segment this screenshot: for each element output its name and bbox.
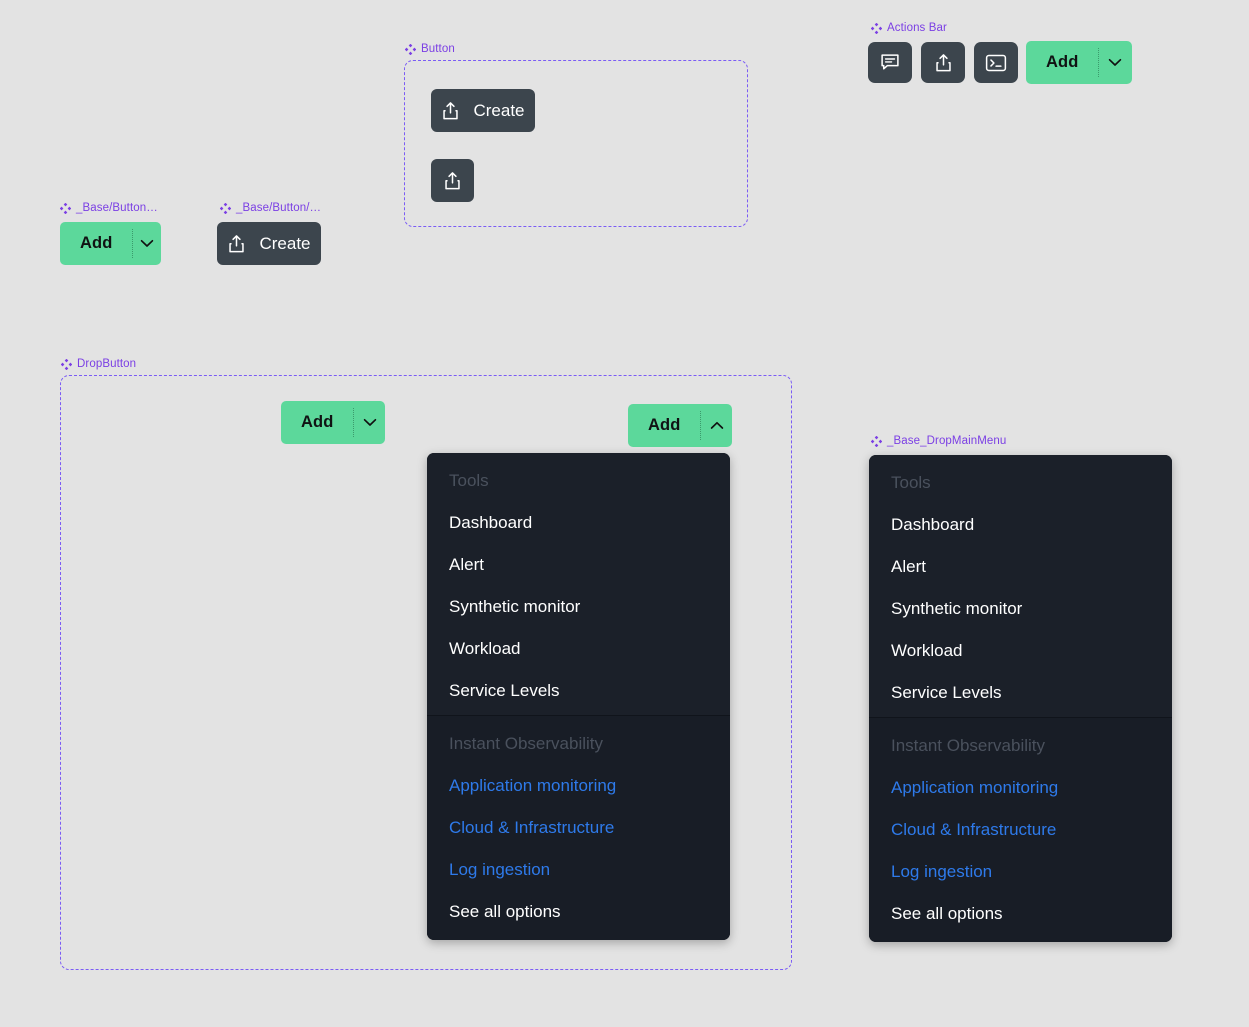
menu-item-cloud-infrastructure[interactable]: Cloud & Infrastructure: [891, 820, 1057, 839]
add-button-label[interactable]: Add: [1046, 53, 1079, 71]
component-diamond-icon: [870, 22, 883, 34]
terminal-icon: [985, 54, 1007, 72]
menu-section-header: Instant Observability: [891, 736, 1046, 755]
menu-item-see-all-options[interactable]: See all options: [891, 904, 1003, 923]
share-button[interactable]: [921, 42, 965, 83]
chevron-down-icon[interactable]: [354, 401, 385, 444]
component-diamond-icon: [219, 202, 232, 214]
dropbutton-closed[interactable]: Add: [281, 401, 385, 444]
share-icon: [441, 101, 460, 121]
base-drop-main-menu[interactable]: Tools Dashboard Alert Synthetic monitor …: [869, 455, 1172, 942]
menu-section-header: Tools: [449, 471, 489, 490]
component-label-text: _Base/Button…: [76, 202, 158, 214]
create-button-label: Create: [259, 234, 311, 253]
component-label-base-drop-main-menu: _Base_DropMainMenu: [870, 434, 1007, 448]
menu-item-dashboard[interactable]: Dashboard: [449, 513, 533, 532]
frame-label-actions-bar: Actions Bar: [870, 21, 947, 35]
component-label-base-button-2: _Base/Button/…: [219, 201, 322, 215]
split-divider: [1098, 48, 1100, 77]
menu-section-instant-observability: Instant Observability Application monito…: [427, 716, 730, 940]
component-label-base-button-1: _Base/Button…: [59, 201, 158, 215]
add-button-label[interactable]: Add: [80, 234, 113, 252]
component-diamond-icon: [404, 43, 417, 55]
base-add-split-button[interactable]: Add: [60, 222, 161, 265]
comment-icon: [880, 53, 900, 72]
dropbutton-open[interactable]: Add: [628, 404, 732, 447]
base-create-button[interactable]: Create: [217, 222, 321, 265]
share-icon: [443, 171, 462, 191]
menu-section-header: Tools: [891, 473, 931, 492]
frame-label-button: Button: [404, 42, 455, 56]
share-icon: [227, 234, 246, 254]
component-diamond-icon: [60, 358, 73, 370]
menu-item-dashboard[interactable]: Dashboard: [891, 515, 975, 534]
menu-item-service-levels[interactable]: Service Levels: [891, 683, 1002, 702]
split-divider: [132, 229, 134, 258]
frame-label-dropbutton: DropButton: [60, 357, 137, 371]
add-button-label[interactable]: Add: [301, 413, 334, 431]
actions-bar-add-split-button[interactable]: Add: [1026, 41, 1132, 84]
menu-section-header: Instant Observability: [449, 734, 604, 753]
split-divider: [700, 411, 702, 440]
menu-divider: [869, 717, 1172, 718]
component-diamond-icon: [59, 202, 72, 214]
split-divider: [353, 408, 355, 437]
menu-item-workload[interactable]: Workload: [449, 639, 521, 658]
frame-label-text: DropButton: [77, 358, 137, 370]
menu-item-synthetic-monitor[interactable]: Synthetic monitor: [449, 597, 581, 616]
create-button-label: Create: [473, 101, 525, 120]
menu-section-tools: Tools Dashboard Alert Synthetic monitor …: [427, 453, 730, 715]
menu-item-application-monitoring[interactable]: Application monitoring: [449, 776, 617, 795]
chevron-down-icon[interactable]: [133, 222, 161, 265]
frame-button: [404, 60, 748, 227]
chevron-down-icon[interactable]: [1099, 41, 1131, 84]
menu-item-log-ingestion[interactable]: Log ingestion: [449, 860, 551, 879]
menu-item-cloud-infrastructure[interactable]: Cloud & Infrastructure: [449, 818, 615, 837]
terminal-button[interactable]: [974, 42, 1018, 83]
menu-item-see-all-options[interactable]: See all options: [449, 902, 561, 921]
component-diamond-icon: [870, 435, 883, 447]
menu-section-instant-observability: Instant Observability Application monito…: [869, 718, 1172, 942]
menu-section-tools: Tools Dashboard Alert Synthetic monitor …: [869, 455, 1172, 717]
add-button-label[interactable]: Add: [648, 416, 681, 434]
menu-item-alert[interactable]: Alert: [449, 555, 484, 574]
share-icon: [934, 53, 953, 73]
create-icon-button[interactable]: [431, 159, 474, 202]
create-button[interactable]: Create: [431, 89, 535, 132]
menu-item-synthetic-monitor[interactable]: Synthetic monitor: [891, 599, 1023, 618]
frame-label-text: Actions Bar: [887, 22, 947, 34]
frame-label-text: Button: [421, 43, 455, 55]
component-label-text: _Base/Button/…: [236, 202, 322, 214]
frame-dropbutton: [60, 375, 792, 970]
chevron-up-icon[interactable]: [701, 404, 732, 447]
menu-item-application-monitoring[interactable]: Application monitoring: [891, 778, 1059, 797]
menu-item-service-levels[interactable]: Service Levels: [449, 681, 560, 700]
menu-item-workload[interactable]: Workload: [891, 641, 963, 660]
menu-item-alert[interactable]: Alert: [891, 557, 926, 576]
comment-button[interactable]: [868, 42, 912, 83]
component-label-text: _Base_DropMainMenu: [887, 435, 1007, 447]
menu-item-log-ingestion[interactable]: Log ingestion: [891, 862, 993, 881]
menu-divider: [427, 715, 730, 716]
dropdown-menu-open[interactable]: Tools Dashboard Alert Synthetic monitor …: [427, 453, 730, 940]
